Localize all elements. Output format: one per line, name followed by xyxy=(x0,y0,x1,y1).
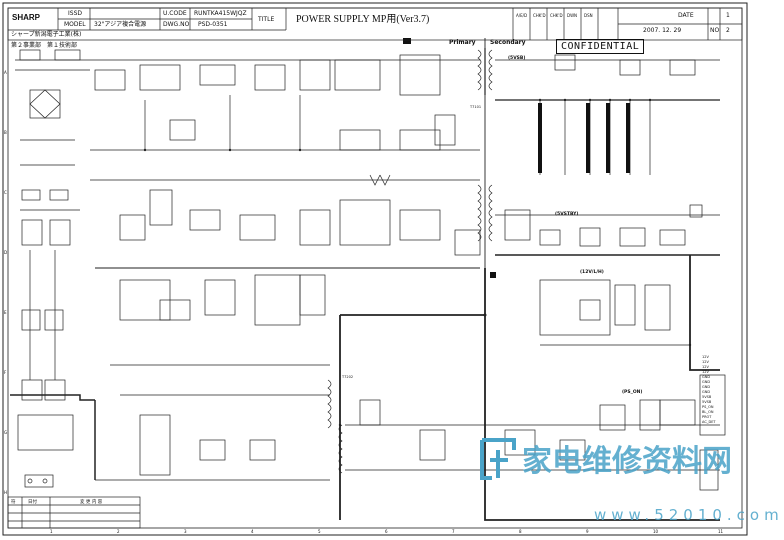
connector-pin: GND xyxy=(702,385,711,389)
model-label: MODEL xyxy=(64,21,86,28)
schematic-canvas xyxy=(2,2,748,536)
connector-pin: GND xyxy=(702,375,711,379)
watermark-url: www.52010.com xyxy=(594,506,784,524)
column-marker: 8 xyxy=(519,529,522,534)
page-title: POWER SUPPLY MP用(Ver3.7) xyxy=(296,14,430,25)
column-marker: 9 xyxy=(586,529,589,534)
column-marker: 5 xyxy=(318,529,321,534)
row-marker: G xyxy=(4,430,8,435)
connector-pin: BL_ON xyxy=(702,410,714,414)
ucode-value: RUNTKA415WJQZ xyxy=(194,10,247,17)
transformer-label-2: T7202 xyxy=(342,375,354,379)
row-marker: F xyxy=(4,370,7,375)
date-value: 2007. 12. 29 xyxy=(643,27,682,34)
confidential-stamp: CONFIDENTIAL xyxy=(556,39,645,54)
approval-box-2: CHK'D xyxy=(533,13,546,18)
column-marker: 6 xyxy=(385,529,388,534)
column-marker: 10 xyxy=(653,529,659,534)
brand-logo: SHARP xyxy=(12,13,41,22)
row-marker: C xyxy=(4,190,7,195)
connector-pin: PS_ON xyxy=(702,405,714,409)
column-marker: 3 xyxy=(184,529,187,534)
dwgno-label: DWG.NO xyxy=(163,21,190,28)
connector-pin: 12V xyxy=(702,355,709,359)
row-marker: B xyxy=(4,130,7,135)
revision-col-content: 変 更 内 容 xyxy=(80,500,103,505)
block-label-5vsb: (5VSB) xyxy=(508,56,526,61)
ucode-label: U.CODE xyxy=(163,10,187,17)
watermark: 家电维修资料网 www.52010.com xyxy=(478,436,779,532)
connector-pin: GND xyxy=(702,390,711,394)
connector-pin: 5VSB xyxy=(702,395,712,399)
page-number: 1 xyxy=(726,12,730,19)
connector-pin: 12V xyxy=(702,365,709,369)
connector-pin: 5VSB xyxy=(702,400,712,404)
approval-box-5: DSN xyxy=(584,13,593,18)
revision-col-date: 日付 xyxy=(28,500,37,505)
connector-pin: GND xyxy=(702,380,711,384)
block-label-12v: (12V/L/H) xyxy=(580,270,604,275)
revision-col-symbol: 符 xyxy=(11,500,16,505)
column-marker: 2 xyxy=(117,529,120,534)
department-name: 第２事業部 第１技術部 xyxy=(11,42,78,49)
column-marker: 11 xyxy=(718,529,724,534)
secondary-label: Secondary xyxy=(490,39,526,46)
approval-box-3: CHK'D xyxy=(550,13,563,18)
block-label-5vstby: (5VSTBY) xyxy=(555,212,579,217)
no-label: NO xyxy=(710,27,720,34)
column-marker: 4 xyxy=(251,529,254,534)
connector-pin: 12V xyxy=(702,360,709,364)
block-label-ps-on: (PS_ON) xyxy=(622,390,643,395)
connector-pin: PROT xyxy=(702,415,712,419)
connector-pin: AC_DET xyxy=(702,420,716,424)
issd-label: ISSD xyxy=(68,10,83,17)
row-marker: D xyxy=(4,250,8,255)
approval-box-1: A/E/D xyxy=(516,13,528,18)
watermark-logo-icon xyxy=(480,438,516,480)
transformer-label-1: T7101 xyxy=(470,105,482,109)
title-block: SHARP ISSD MODEL 32"アジア複合電源 U.CODE RUNTK… xyxy=(7,7,743,41)
row-marker: H xyxy=(4,490,8,495)
row-marker: E xyxy=(4,310,7,315)
column-marker: 7 xyxy=(452,529,455,534)
row-marker: A xyxy=(4,70,7,75)
model-value: 32"アジア複合電源 xyxy=(94,21,147,28)
approval-box-4: DWN xyxy=(567,13,578,18)
primary-label: Primary xyxy=(449,39,476,46)
date-label: DATE xyxy=(678,12,694,19)
connector-pin: 12V xyxy=(702,370,709,374)
column-marker: 1 xyxy=(50,529,53,534)
watermark-text: 家电维修资料网 xyxy=(522,444,732,479)
dwgno-value: PSD-0351 xyxy=(198,21,228,28)
company-name: シャープ新潟電子工業(株) xyxy=(11,31,82,38)
title-block-grid xyxy=(7,7,743,41)
title-label: TITLE xyxy=(258,16,275,23)
page-total: 2 xyxy=(726,27,730,34)
